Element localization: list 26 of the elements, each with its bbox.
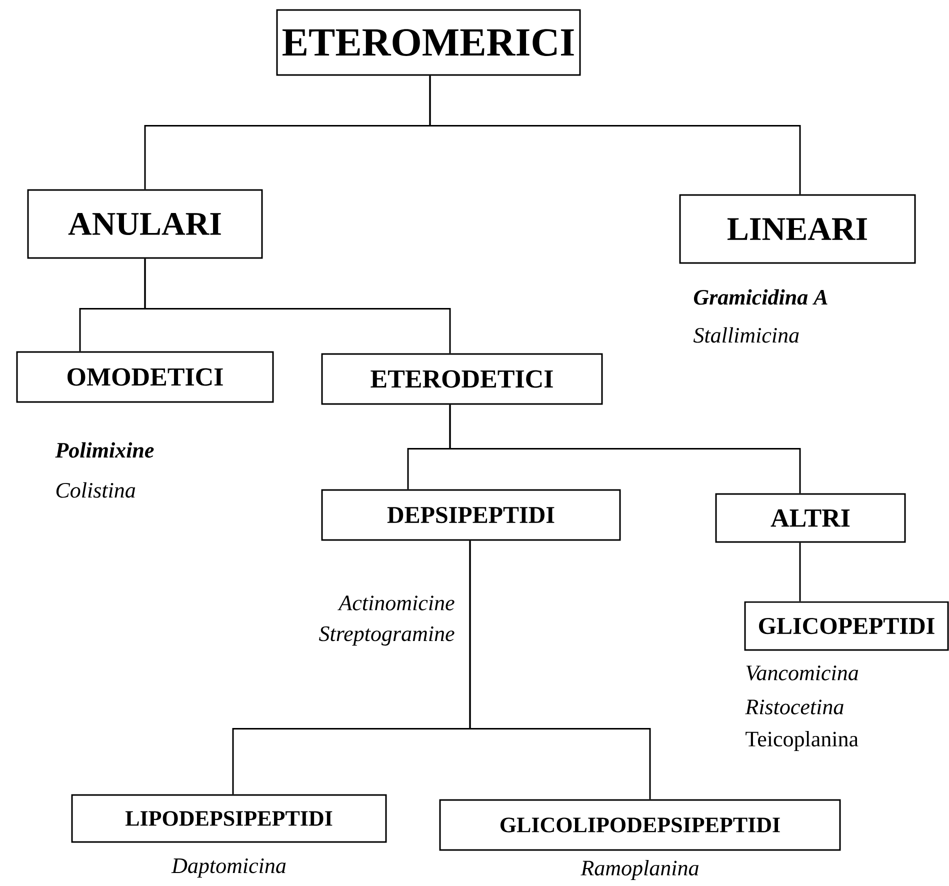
example-name: Colistina [56,482,136,498]
connector-line [144,258,451,354]
category-box: LIPODEPSIPEPTIDI [71,794,387,843]
example-name: Stallimicina [693,327,799,343]
example-name: Ristocetina [745,700,844,714]
example-name: Teicoplanina [746,731,858,751]
category-box: ANULARI [27,189,263,259]
connector-line [469,540,651,800]
category-box: LINEARI [679,194,916,264]
category-box: DEPSIPEPTIDI [321,489,621,541]
category-box: GLICOLIPODEPSIPEPTIDI [439,799,841,851]
category-box: GLICOPEPTIDI [744,601,949,651]
example-name: Daptomicina [171,858,286,878]
example-name: Polimixine [55,442,154,458]
category-box: ETEROMERICI [276,9,581,76]
connector-line [429,76,801,194]
example-name: Vancomicina [746,666,858,680]
example-name: Ramoplanina [580,860,698,880]
category-box: ETERODETICI [321,353,603,405]
category-box: OMODETICI [16,351,274,403]
example-name: Streptogramine [319,626,454,646]
example-name: Gramicidina A [694,289,828,305]
connector-line [799,542,801,602]
category-box: ALTRI [715,493,906,543]
example-name: Actinomicine [338,596,454,610]
connector-line [449,404,801,494]
